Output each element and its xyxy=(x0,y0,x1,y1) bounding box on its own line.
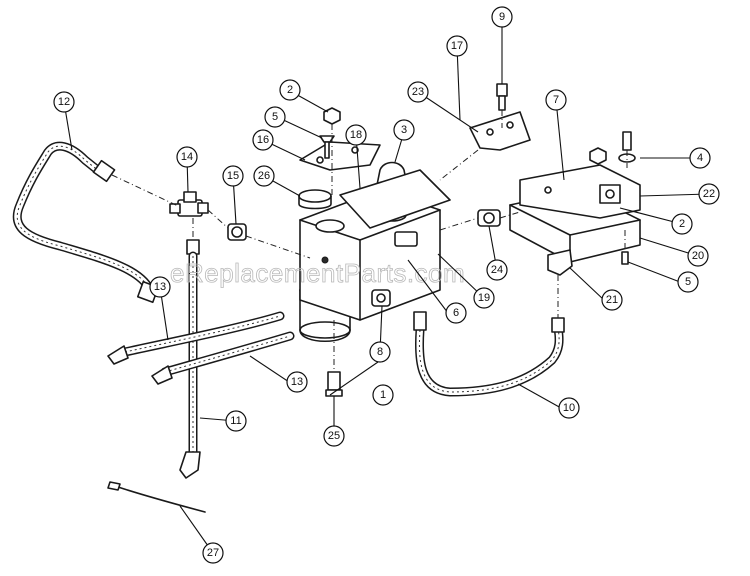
bracket-22[interactable] xyxy=(519,164,641,219)
fitting-8[interactable] xyxy=(371,289,391,307)
callout-20[interactable]: 20 xyxy=(687,245,709,267)
svg-text:17: 17 xyxy=(451,40,463,52)
svg-text:19: 19 xyxy=(478,292,490,304)
tee-fitting-14[interactable] xyxy=(169,191,209,217)
callout-11[interactable]: 11 xyxy=(225,410,247,432)
svg-text:20: 20 xyxy=(692,250,704,262)
svg-text:6: 6 xyxy=(453,307,459,319)
zip-tie-27[interactable] xyxy=(107,481,206,513)
svg-text:8: 8 xyxy=(377,346,383,358)
svg-text:14: 14 xyxy=(181,151,193,163)
svg-text:5: 5 xyxy=(685,276,691,288)
callout-15[interactable]: 15 xyxy=(222,165,244,187)
svg-text:10: 10 xyxy=(563,402,575,414)
callout-4[interactable]: 4 xyxy=(689,147,711,169)
callout-10[interactable]: 10 xyxy=(558,397,580,419)
hose-11[interactable] xyxy=(179,239,201,479)
callout-3[interactable]: 3 xyxy=(393,119,415,141)
callout-1[interactable]: 1 xyxy=(372,384,394,406)
fitting-15[interactable] xyxy=(227,223,247,241)
callout-13-lower[interactable]: 13 xyxy=(286,371,308,393)
bolt-9[interactable] xyxy=(496,83,508,111)
callout-16[interactable]: 16 xyxy=(252,129,274,151)
nut-2-right[interactable] xyxy=(589,147,607,165)
callout-13-left[interactable]: 13 xyxy=(149,276,171,298)
hose-12[interactable] xyxy=(12,141,160,304)
callout-7[interactable]: 7 xyxy=(545,89,567,111)
callout-21[interactable]: 21 xyxy=(601,289,623,311)
watermark: eReplacementParts.com xyxy=(170,258,465,288)
washer-4[interactable] xyxy=(618,131,636,163)
callouts: 1 2 2 3 4 5 5 6 7 8 9 10 11 12 13 13 14 … xyxy=(53,6,720,564)
svg-text:26: 26 xyxy=(258,170,270,182)
svg-text:4: 4 xyxy=(697,152,703,164)
callout-12[interactable]: 12 xyxy=(53,91,75,113)
callout-17[interactable]: 17 xyxy=(446,35,468,57)
callout-2-top[interactable]: 2 xyxy=(279,79,301,101)
svg-text:1: 1 xyxy=(380,389,386,401)
svg-text:2: 2 xyxy=(287,84,293,96)
bolt-2-top[interactable] xyxy=(323,107,341,125)
callout-8[interactable]: 8 xyxy=(369,341,391,363)
callout-5-top[interactable]: 5 xyxy=(264,106,286,128)
svg-text:25: 25 xyxy=(328,430,340,442)
svg-text:12: 12 xyxy=(58,96,70,108)
hose-13-lower[interactable] xyxy=(151,331,295,385)
svg-text:11: 11 xyxy=(230,415,241,427)
bracket-16[interactable] xyxy=(299,141,381,171)
screw-5-right[interactable] xyxy=(621,251,629,265)
reservoir-tank[interactable] xyxy=(299,189,441,321)
callout-6[interactable]: 6 xyxy=(445,302,467,324)
callout-9[interactable]: 9 xyxy=(491,6,513,28)
svg-text:13: 13 xyxy=(291,376,303,388)
callout-14[interactable]: 14 xyxy=(176,146,198,168)
svg-text:3: 3 xyxy=(401,124,407,136)
screw-5-top[interactable] xyxy=(319,135,335,159)
callout-2-right[interactable]: 2 xyxy=(671,213,693,235)
svg-text:23: 23 xyxy=(412,86,424,98)
callout-19[interactable]: 19 xyxy=(473,287,495,309)
svg-text:16: 16 xyxy=(257,134,269,146)
fitting-24[interactable] xyxy=(477,209,501,227)
callout-22[interactable]: 22 xyxy=(698,183,720,205)
svg-text:21: 21 xyxy=(606,294,618,306)
svg-text:13: 13 xyxy=(154,281,166,293)
callout-27[interactable]: 27 xyxy=(202,542,224,564)
callout-24[interactable]: 24 xyxy=(486,259,508,281)
elbow-fitting-21[interactable] xyxy=(547,249,573,276)
hose-13-upper[interactable] xyxy=(107,311,285,365)
callout-5-right[interactable]: 5 xyxy=(677,271,699,293)
svg-text:24: 24 xyxy=(491,264,503,276)
svg-text:7: 7 xyxy=(553,94,559,106)
svg-text:2: 2 xyxy=(679,218,685,230)
svg-text:22: 22 xyxy=(703,188,715,200)
callout-23[interactable]: 23 xyxy=(407,81,429,103)
hose-10[interactable] xyxy=(413,311,565,397)
svg-text:15: 15 xyxy=(227,170,239,182)
svg-text:9: 9 xyxy=(499,11,505,23)
mounting-plate[interactable] xyxy=(339,111,531,229)
svg-text:18: 18 xyxy=(350,129,362,141)
svg-text:27: 27 xyxy=(207,547,219,559)
callout-25[interactable]: 25 xyxy=(323,425,345,447)
svg-text:5: 5 xyxy=(272,111,278,123)
callout-26[interactable]: 26 xyxy=(253,165,275,187)
cap-26[interactable] xyxy=(298,189,332,210)
callout-18[interactable]: 18 xyxy=(345,124,367,146)
assembly-lines xyxy=(111,110,628,372)
